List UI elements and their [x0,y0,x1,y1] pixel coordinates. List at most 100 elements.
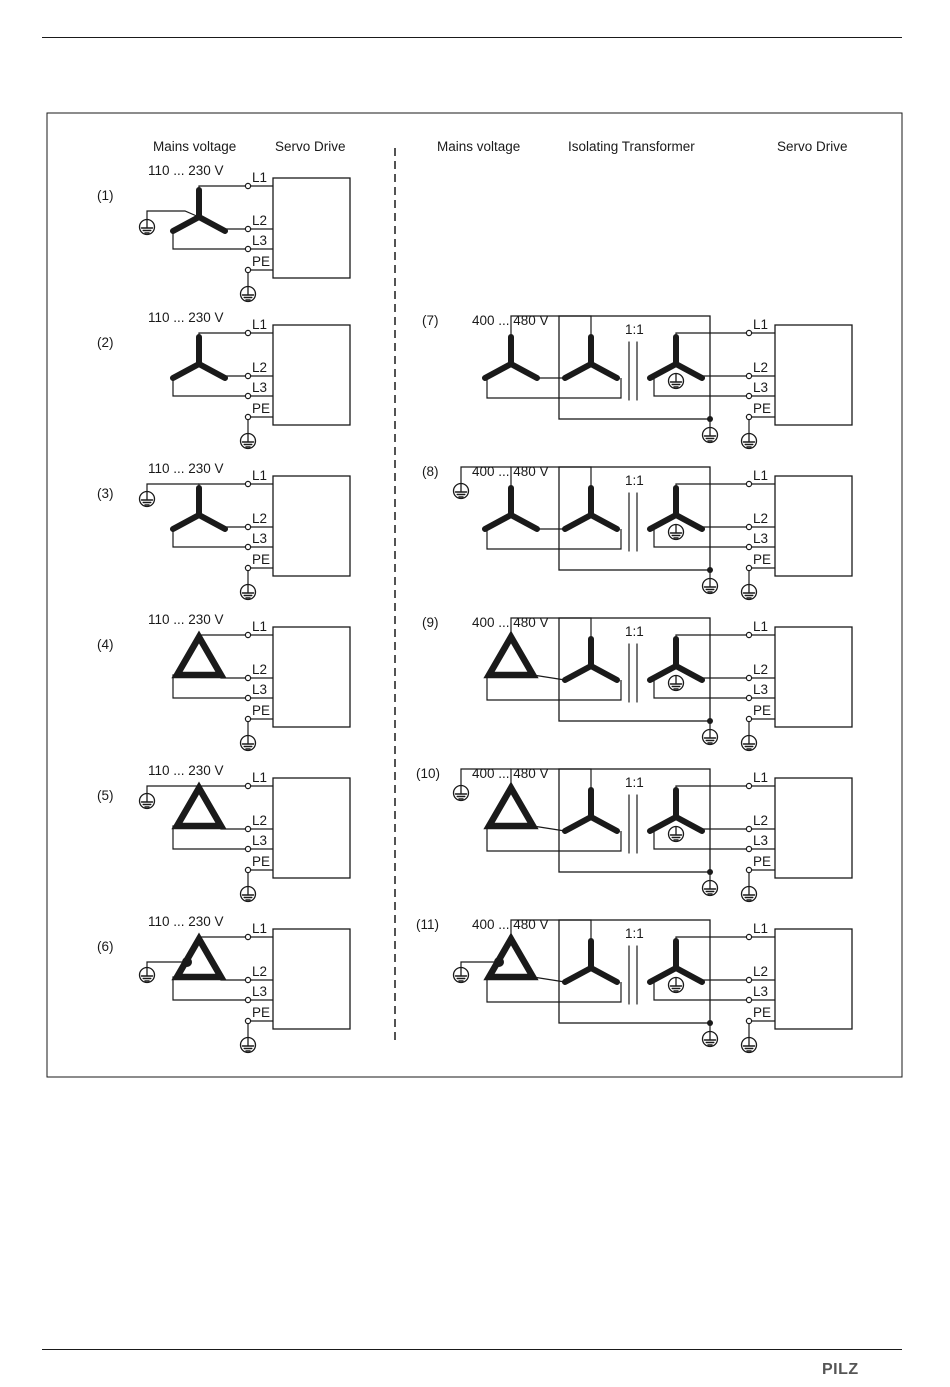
wire-pe [247,869,273,888]
winding-triangle [171,781,227,830]
terminal-label-l2: L2 [252,964,267,979]
servo-drive-box [774,324,853,426]
wire-pe [247,718,273,737]
transformer-box [558,617,711,722]
star-winding-icon [562,334,620,381]
wire-l1 [675,634,775,639]
ground-symbol-icon [740,885,758,903]
ground-symbol-icon [239,1036,257,1054]
wire-primary-top [559,466,592,488]
terminal-label-l1: L1 [252,619,267,634]
ground-symbol-icon [740,734,758,752]
bottom-rule [42,1349,902,1350]
header-left-servo: Servo Drive [275,139,346,154]
config-number: (6) [97,939,114,954]
ratio-label: 1:1 [625,322,644,337]
terminal [745,933,753,941]
wire-mains-l2 [532,976,566,983]
winding-leg [647,361,679,381]
wire-l3 [172,976,273,1001]
terminal [745,392,753,400]
wire-l2 [220,977,273,981]
wire-primary-top [559,315,592,337]
wire-l2 [224,375,273,378]
winding-leg [673,361,705,381]
junction-dot [707,567,713,573]
winding-leg [482,361,514,381]
ground-symbol-icon [239,885,257,903]
ground-symbol-icon [701,728,719,746]
servo-drive-box [272,928,351,1030]
terminal-label-l2: L2 [252,813,267,828]
transformer-box [558,919,711,1024]
wire-primary-top [559,617,592,639]
terminal [244,825,252,833]
header-right-mains: Mains voltage [437,139,520,154]
terminal-label-l1: L1 [252,770,267,785]
wire-pe [748,416,775,435]
wire-l3 [650,528,775,548]
ground-symbol-icon [138,792,156,810]
terminal [244,392,252,400]
diagram-frame [46,112,903,1078]
terminal [244,413,252,421]
terminal-label-pe: PE [753,703,771,718]
ratio-label: 1:1 [625,775,644,790]
winding-leg [508,361,540,381]
ratio-label: 1:1 [625,473,644,488]
wire-l2 [224,526,273,529]
wire-l1-ground [460,768,511,787]
wire-pe [748,869,775,888]
config-number: (2) [97,335,114,350]
wire-pe [247,269,273,288]
terminal-label-pe: PE [753,854,771,869]
ground-symbol-icon [667,976,685,994]
wire-l2 [701,526,775,529]
wire-l2 [224,228,273,231]
delta-winding-icon [483,932,539,981]
wire-l1-ground [460,466,511,485]
servo-drive-box [272,177,351,279]
terminal [745,372,753,380]
delta-winding-icon [483,630,539,679]
terminal [745,543,753,551]
wire-l2 [220,826,273,830]
junction-dot [707,416,713,422]
terminal-label-l1: L1 [753,317,768,332]
servo-drive-box [774,777,853,879]
terminal-label-l3: L3 [252,833,267,848]
terminal-label-l2: L2 [753,662,768,677]
winding-leg [647,512,679,532]
winding-leg [588,512,620,532]
terminal-label-l2: L2 [252,511,267,526]
wire-l2 [701,979,775,982]
terminal-label-l2: L2 [753,813,768,828]
terminal [244,329,252,337]
terminal [244,996,252,1004]
junction-dot [707,869,713,875]
config-number: (1) [97,188,114,203]
config-number: (8) [422,464,439,479]
voltage-label: 110 ... 230 V [148,763,224,778]
terminal-label-l3: L3 [753,682,768,697]
terminal [244,266,252,274]
wire-l1 [198,332,273,337]
servo-drive-box [774,475,853,577]
wire-corner-ground [146,961,187,969]
terminal [244,480,252,488]
terminal [244,1017,252,1025]
config-number: (10) [416,766,440,781]
wire-pe [247,416,273,435]
terminal [244,782,252,790]
wire-corner-ground [460,961,499,969]
terminal-label-pe: PE [753,401,771,416]
terminal [745,825,753,833]
voltage-label: 110 ... 230 V [148,310,224,325]
wire-l3 [650,679,775,699]
star-winding-icon [482,334,540,381]
wire-pe [247,1020,273,1039]
